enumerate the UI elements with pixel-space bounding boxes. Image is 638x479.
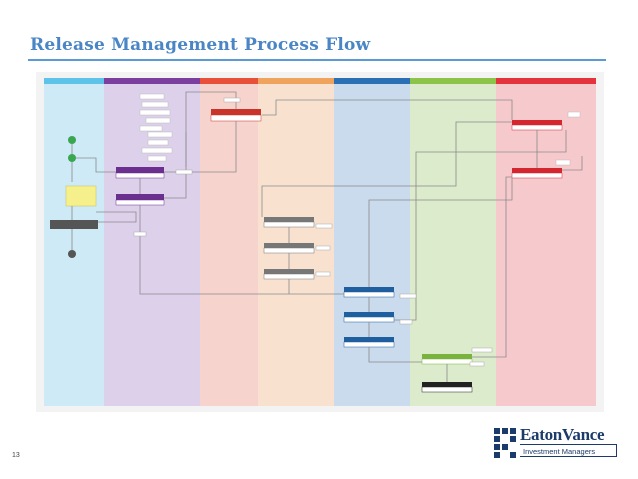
step-box-submission <box>211 109 261 115</box>
title-divider <box>28 59 606 61</box>
process-node <box>68 154 76 162</box>
page-number: 13 <box>12 452 20 459</box>
logo-tagline: Investment Managers <box>520 444 617 457</box>
step-box-direct <box>50 220 98 229</box>
process-flow-diagram <box>36 72 604 412</box>
swimlane-1 <box>44 78 104 406</box>
step-box-ready-body <box>115 199 165 206</box>
development-steps <box>139 93 173 162</box>
connector-tags <box>133 97 493 367</box>
note-box <box>65 185 97 207</box>
step-box-ready <box>116 194 164 200</box>
swimlane-3 <box>200 78 258 406</box>
step-box-submission-body <box>210 114 262 122</box>
swimlane-5 <box>334 78 410 406</box>
swimlane-header-3 <box>200 78 258 84</box>
swimlane-header-1 <box>44 78 104 84</box>
swimlane-4 <box>258 78 334 406</box>
process-flow-svg <box>44 78 596 406</box>
swimlane-header-6 <box>410 78 496 84</box>
logo-name: EatonVance <box>520 425 605 444</box>
start-node <box>68 136 76 144</box>
swimlane-header-4 <box>258 78 334 84</box>
swimlane-header-5 <box>334 78 410 84</box>
step-box-development <box>116 167 164 173</box>
swimlanes <box>44 78 596 406</box>
eatonvance-logo: EatonVance Investment Managers <box>494 425 624 464</box>
swimlane-7 <box>496 78 596 406</box>
swimlane-header-2 <box>104 78 200 84</box>
connectors <box>71 91 583 382</box>
slide-title: Release Management Process Flow <box>30 35 371 55</box>
staging-steps <box>343 287 395 348</box>
integration-steps <box>263 217 315 280</box>
end-node <box>68 250 76 258</box>
step-box-development-body <box>115 172 165 179</box>
escalation-steps <box>511 111 581 179</box>
swimlane-header-7 <box>496 78 596 84</box>
logo-mark-icon <box>494 428 516 460</box>
